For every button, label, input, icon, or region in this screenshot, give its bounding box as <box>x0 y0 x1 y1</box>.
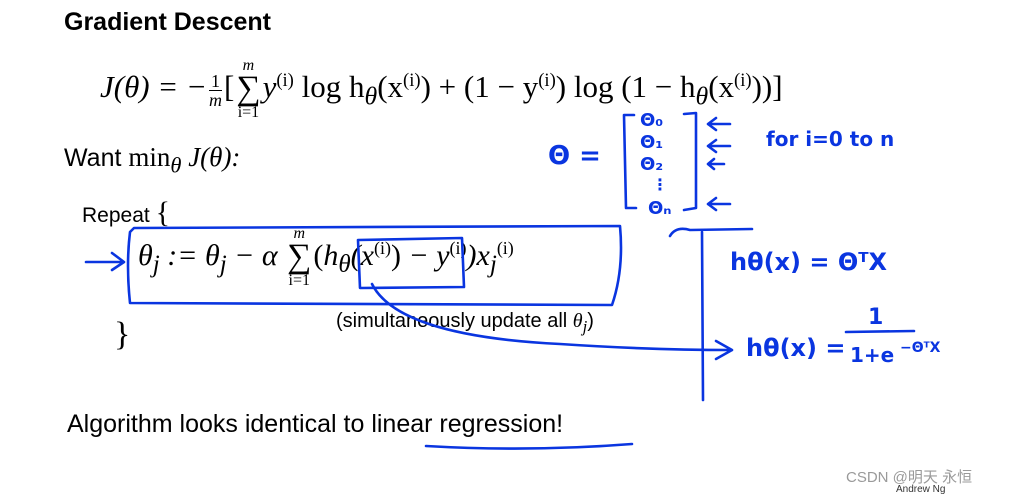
cost-term-x2: (x <box>708 69 735 105</box>
vector-left-bracket <box>622 113 638 210</box>
cost-sum-bottom: i=1 <box>237 104 260 121</box>
cost-term-log-h: log h <box>293 69 365 105</box>
want-min: min <box>128 142 171 172</box>
note-text: (simultaneously update all <box>336 310 573 332</box>
want-line: Want minθ J(θ): <box>64 142 240 178</box>
cost-sup-2: (i) <box>403 69 421 91</box>
vector-entry-1: Θ₁ <box>640 132 663 153</box>
close-brace: } <box>114 316 131 353</box>
update-lhs: θ <box>138 238 153 272</box>
update-theta-sub: θ <box>338 250 351 278</box>
update-sup-1: (i) <box>373 237 391 258</box>
cost-sum-top: m <box>242 57 255 74</box>
cost-frac-num: 1 <box>208 70 222 91</box>
update-rule-equation: θj := θj − α m∑i=1(hθ(x(i)) − y(i))xj(i) <box>138 226 514 290</box>
cost-term-middle: ) + (1 − y <box>420 69 539 105</box>
note-close: ) <box>587 310 594 332</box>
update-arg: (x <box>350 238 374 272</box>
algorithm-statement: Algorithm looks identical to linear regr… <box>67 410 563 439</box>
want-theta-sub: θ <box>170 152 182 178</box>
h-to-logistic-curve <box>370 282 734 361</box>
vector-entry-dots: ⋮ <box>652 175 668 194</box>
logistic-denominator: 1+e <box>850 343 894 367</box>
cost-lhs: J(θ) = − <box>100 69 207 105</box>
cost-theta-sub-1: θ <box>364 81 378 111</box>
logistic-exponent: −ΘᵀX <box>900 340 941 356</box>
cost-sup-4: (i) <box>734 69 752 91</box>
update-h: h <box>323 238 339 272</box>
update-arg-close: ) <box>390 238 401 272</box>
update-tail: )x <box>466 238 490 272</box>
update-assign: := θ <box>159 238 220 272</box>
update-minus-alpha: − α <box>226 238 286 272</box>
want-prefix: Want <box>64 144 129 172</box>
cost-sup-3: (i) <box>538 69 556 91</box>
cost-term-log2: ) log (1 − h <box>555 69 696 105</box>
vector-corner-hook <box>668 227 754 238</box>
andrew-ng-credit: Andrew Ng <box>896 484 946 495</box>
update-paren-open: ( <box>313 238 324 272</box>
algo-linear-regression: linear regression <box>371 410 557 438</box>
for-loop-note: for i=0 to n <box>766 127 894 151</box>
update-rule-box <box>126 224 623 307</box>
theta-vector-label: Θ = <box>548 141 601 171</box>
cost-theta-sub-2: θ <box>695 81 709 111</box>
cost-term-y: y <box>262 69 277 105</box>
update-tail-sub: j <box>489 250 497 278</box>
update-minus-y: − y <box>400 238 450 272</box>
linear-regression-underline <box>424 442 634 450</box>
entry-arrow-2 <box>706 138 732 154</box>
cost-sup-1: (i) <box>276 69 294 91</box>
update-summation: m∑i=1 <box>287 226 311 290</box>
logistic-hypothesis-lhs: hθ(x) = <box>746 334 845 362</box>
cost-bracket-open: [ <box>223 69 235 105</box>
slide-title: Gradient Descent <box>64 8 272 36</box>
ink-strokes <box>84 111 916 450</box>
update-sum-top: m <box>293 225 306 242</box>
update-tail-sup: (i) <box>496 237 514 258</box>
update-rule-arrow <box>84 251 126 272</box>
vector-entry-n: Θₙ <box>648 198 672 219</box>
algo-suffix: ! <box>556 410 564 438</box>
note-sub-j: j <box>582 317 588 336</box>
want-rest: J(θ): <box>181 142 241 172</box>
vector-entry-0: Θ₀ <box>640 110 663 131</box>
want-expression: minθ J(θ): <box>128 142 241 177</box>
logistic-numerator: 1 <box>868 305 883 330</box>
open-brace: { <box>155 196 170 229</box>
cost-term-end: ))] <box>751 69 783 105</box>
csdn-watermark: CSDN @明天 永恒 <box>846 469 973 486</box>
ink-text: Θ = Θ₀ Θ₁ Θ₂ ⋮ Θₙ for i=0 to n hθ(x) = Θ… <box>548 110 941 367</box>
update-sub-j-2: j <box>219 250 227 278</box>
cost-term-x: (x <box>377 69 404 105</box>
repeat-line: Repeat { <box>82 196 170 230</box>
entry-arrow-3 <box>706 157 726 171</box>
vertical-divider <box>700 230 705 402</box>
vector-entry-2: Θ₂ <box>640 154 663 175</box>
h-theta-box <box>356 236 466 290</box>
logistic-fraction-bar <box>844 329 916 334</box>
algo-prefix: Algorithm looks identical to <box>67 410 372 438</box>
vector-right-bracket <box>682 111 698 212</box>
sigma-symbol: ∑ <box>236 70 261 107</box>
cost-frac-den: m <box>208 89 222 110</box>
update-sub-j-1: j <box>152 250 160 278</box>
repeat-label: Repeat <box>82 204 150 227</box>
simultaneous-update-note: (simultaneously update all θj) <box>336 310 594 337</box>
cost-summation: m∑i=1 <box>236 58 260 122</box>
note-theta: θ <box>572 310 583 332</box>
entry-arrow-1 <box>706 116 732 132</box>
entry-arrow-4 <box>706 196 732 212</box>
sigma-symbol: ∑ <box>287 238 312 275</box>
linear-hypothesis: hθ(x) = ΘᵀX <box>730 248 888 276</box>
update-sum-bottom: i=1 <box>288 272 310 289</box>
